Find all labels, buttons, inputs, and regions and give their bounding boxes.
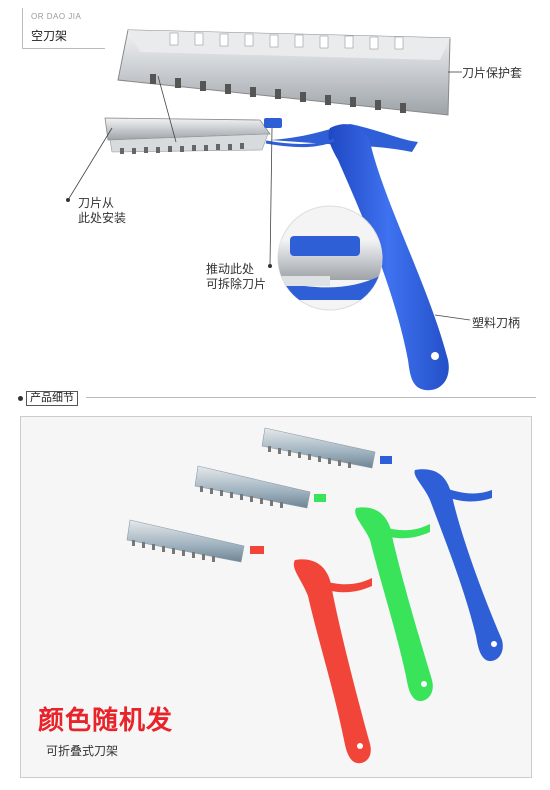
label-plastic-handle: 塑料刀柄 (472, 316, 521, 330)
razor-blade (104, 117, 282, 154)
promo-headline: 颜色随机发 (38, 706, 174, 736)
razor-green (194, 465, 433, 702)
zoom-inset (277, 205, 383, 311)
section-rule (86, 397, 536, 398)
leader-lines (67, 71, 471, 321)
title-frame (22, 8, 105, 49)
section-title: 产品细节 (26, 391, 78, 406)
label-blade-guard: 刀片保护套 (462, 66, 523, 80)
page-title: 空刀架 (31, 29, 68, 43)
razor-red (126, 519, 372, 764)
label-install-line2: 此处安装 (78, 211, 127, 225)
razor-blue (261, 427, 503, 662)
product-photo-panel (20, 416, 532, 778)
brand-text: OR DAO JIA (31, 12, 82, 21)
blue-handle (265, 124, 449, 391)
razor-diagram (66, 29, 471, 391)
label-push-line1: 推动此处 (206, 262, 255, 276)
promo-caption: 可折叠式刀架 (46, 744, 119, 758)
bullet-dot (18, 396, 23, 401)
label-install-line1: 刀片从 (78, 196, 115, 210)
label-push-line2: 可拆除刀片 (206, 277, 267, 291)
blade-guard (117, 29, 451, 116)
